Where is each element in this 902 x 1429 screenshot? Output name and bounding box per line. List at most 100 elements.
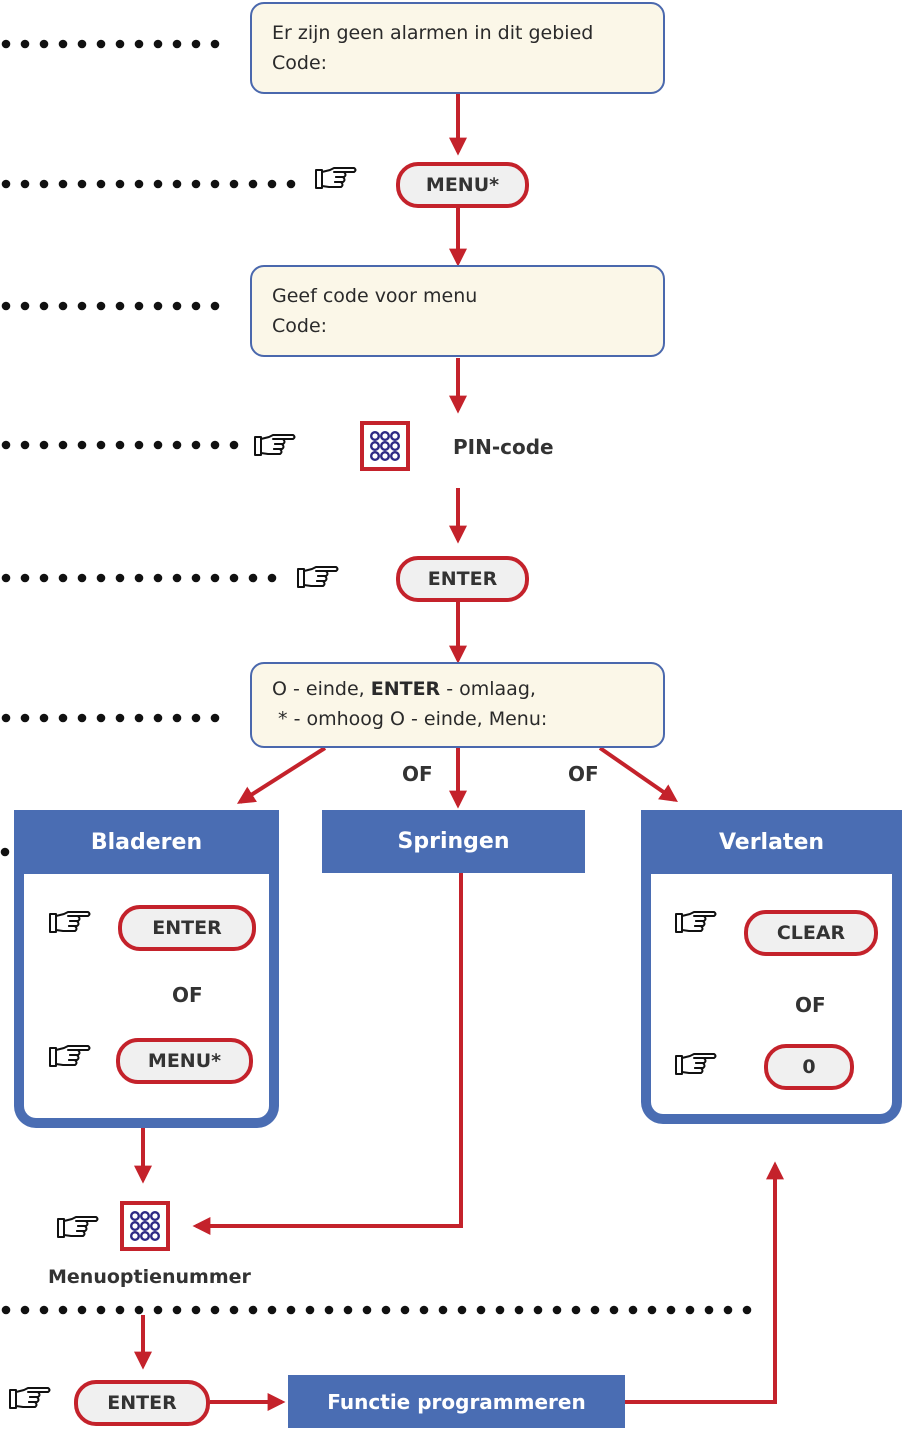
enter-key[interactable]: ENTER xyxy=(396,556,529,602)
pin-code-label: PIN-code xyxy=(453,435,554,459)
leader-dot xyxy=(191,440,201,450)
arrow-springen-to-keypad xyxy=(192,873,463,1235)
leader-dot xyxy=(39,1305,49,1315)
leader-dot xyxy=(514,1305,524,1315)
menu-option-number-label: Menuoptienummer xyxy=(48,1266,251,1288)
enter-key[interactable]: ENTER xyxy=(118,905,256,951)
arrow-function-to-verlaten xyxy=(625,1161,784,1404)
leader-dot xyxy=(210,39,220,49)
leader-dot xyxy=(1,440,11,450)
leader-dot xyxy=(115,179,125,189)
leader-dot xyxy=(134,713,144,723)
leader-dot xyxy=(0,847,10,857)
pointing-hand-icon xyxy=(57,1216,99,1238)
leader-dot xyxy=(685,1305,695,1315)
leader-dot xyxy=(134,573,144,583)
leader-dot xyxy=(666,1305,676,1315)
leader-dot xyxy=(343,1305,353,1315)
leader-dot xyxy=(77,573,87,583)
leader-dot xyxy=(20,301,30,311)
zero-key[interactable]: 0 xyxy=(764,1044,854,1090)
program-function-box: Functie programmeren xyxy=(288,1375,625,1428)
or-label: OF xyxy=(568,762,599,786)
leader-dot xyxy=(58,39,68,49)
leader-dot xyxy=(77,1305,87,1315)
leader-dot xyxy=(419,1305,429,1315)
leader-dot xyxy=(1,1305,11,1315)
leader-dot xyxy=(77,39,87,49)
screen-menu-code: Geef code voor menu Code: xyxy=(250,265,665,357)
leader-dot xyxy=(20,573,30,583)
leader-dot xyxy=(362,1305,372,1315)
screen-line-2: * - omhoog O - einde, Menu: xyxy=(272,708,548,730)
leader-dot xyxy=(172,573,182,583)
leader-dot xyxy=(96,573,106,583)
leader-dot xyxy=(609,1305,619,1315)
leader-dot xyxy=(457,1305,467,1315)
leader-dot xyxy=(58,301,68,311)
screen-line-1: Er zijn geen alarmen in dit gebied xyxy=(272,22,594,44)
leader-dot xyxy=(210,301,220,311)
leader-dot xyxy=(1,301,11,311)
leader-dot xyxy=(210,1305,220,1315)
or-label: OF xyxy=(172,983,203,1007)
enter-key[interactable]: ENTER xyxy=(74,1380,210,1426)
leader-dot xyxy=(172,440,182,450)
leader-dot xyxy=(533,1305,543,1315)
menu-key[interactable]: MENU* xyxy=(116,1038,253,1084)
leader-dot xyxy=(77,713,87,723)
leader-dot xyxy=(115,573,125,583)
leader-dot xyxy=(20,39,30,49)
leader-dot xyxy=(571,1305,581,1315)
clear-key[interactable]: CLEAR xyxy=(744,910,878,956)
pointing-hand-icon xyxy=(9,1387,51,1409)
leader-dot xyxy=(96,440,106,450)
leader-dot xyxy=(20,1305,30,1315)
leader-dot xyxy=(305,1305,315,1315)
leader-dot xyxy=(1,179,11,189)
pointing-hand-icon xyxy=(49,911,91,933)
leader-dot xyxy=(191,573,201,583)
leader-dot xyxy=(172,301,182,311)
leader-dot xyxy=(229,1305,239,1315)
or-label: OF xyxy=(402,762,433,786)
arrow-to-verlaten xyxy=(598,746,678,803)
leader-dot xyxy=(172,179,182,189)
leader-dot xyxy=(248,573,258,583)
pointing-hand-icon xyxy=(49,1045,91,1067)
leader-dot xyxy=(267,1305,277,1315)
leader-dot xyxy=(704,1305,714,1315)
leader-dot xyxy=(210,440,220,450)
leader-dot xyxy=(115,39,125,49)
leader-dot xyxy=(229,440,239,450)
leader-dot xyxy=(191,713,201,723)
leader-dot xyxy=(115,440,125,450)
menu-key[interactable]: MENU* xyxy=(396,162,529,208)
leader-dot xyxy=(400,1305,410,1315)
leader-dot xyxy=(210,573,220,583)
leader-dot xyxy=(115,713,125,723)
leader-dot xyxy=(39,39,49,49)
screen-menu-options: O - einde, ENTER - omlaag, * - omhoog O … xyxy=(250,662,665,748)
leader-dot xyxy=(134,301,144,311)
leader-dot xyxy=(115,301,125,311)
pointing-hand-icon xyxy=(675,1053,717,1075)
leader-dot xyxy=(191,39,201,49)
leader-dot xyxy=(628,1305,638,1315)
leader-dot xyxy=(476,1305,486,1315)
leader-dot xyxy=(210,179,220,189)
or-label: OF xyxy=(795,993,826,1017)
leader-dot xyxy=(58,179,68,189)
leader-dot xyxy=(153,39,163,49)
leader-dot xyxy=(286,1305,296,1315)
leader-dot xyxy=(172,713,182,723)
leader-dot xyxy=(96,1305,106,1315)
leader-dot xyxy=(153,713,163,723)
leader-dot xyxy=(191,179,201,189)
leader-dot xyxy=(20,179,30,189)
leader-dot xyxy=(77,179,87,189)
leader-dot xyxy=(723,1305,733,1315)
block-verlaten-title: Verlaten xyxy=(641,810,902,874)
leader-dot xyxy=(267,179,277,189)
